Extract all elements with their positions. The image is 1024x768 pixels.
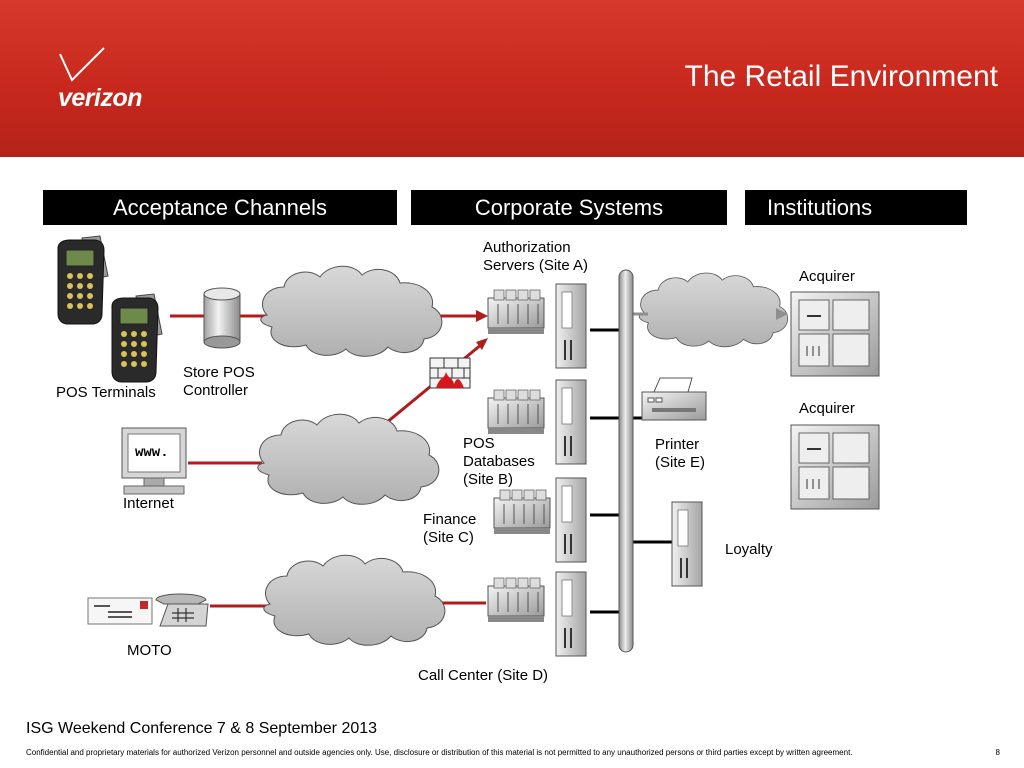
label-auth-1: Authorization — [483, 239, 571, 256]
header-banner: verizon The Retail Environment — [0, 0, 1024, 157]
label-internet: Internet — [123, 495, 174, 512]
column-corporate-systems: Corporate Systems — [411, 190, 727, 225]
confidential-notice: Confidential and proprietary materials f… — [26, 748, 853, 757]
arrow-to-acquirer — [776, 308, 788, 320]
loyalty-tower — [671, 501, 703, 587]
call-center-rack — [487, 577, 545, 623]
label-auth-2: Servers (Site A) — [483, 257, 589, 274]
label-www: www. — [135, 445, 169, 461]
label-finance-1: Finance — [423, 511, 477, 528]
label-loyalty: Loyalty — [725, 541, 773, 558]
label-pos-db-1: POS — [463, 435, 495, 452]
store-pos-controller-icon — [203, 287, 241, 349]
conference-title: ISG Weekend Conference 7 & 8 September 2… — [26, 720, 378, 737]
network-cloud-moto — [263, 554, 446, 646]
printer-icon — [641, 377, 707, 421]
label-store-pos-1: Store POS — [183, 364, 255, 381]
label-finance-2: (Site C) — [423, 529, 474, 546]
verizon-logo: verizon — [58, 46, 178, 116]
finance-tower — [555, 477, 587, 563]
acquirer-server-1 — [790, 291, 880, 377]
logo-wordmark: verizon — [58, 84, 143, 112]
label-printer-2: (Site E) — [655, 454, 706, 471]
column-institutions: Institutions — [745, 190, 967, 225]
computer-monitor-icon — [121, 427, 187, 495]
label-call-center: Call Center (Site D) — [418, 667, 549, 684]
acquirer-server-2 — [790, 424, 880, 510]
arrow-to-auth — [476, 310, 488, 322]
pos-db-tower — [555, 379, 587, 465]
call-center-tower — [555, 571, 587, 657]
pos-terminal-icon-2 — [111, 293, 163, 383]
auth-server-rack — [487, 289, 545, 335]
label-acquirer-2: Acquirer — [799, 400, 855, 417]
label-store-pos-2: Controller — [183, 382, 249, 399]
finance-rack — [493, 489, 551, 535]
label-printer-1: Printer — [655, 436, 700, 453]
pos-db-rack — [487, 389, 545, 435]
network-cloud-acquirer — [638, 272, 789, 348]
arrow-from-firewall — [476, 338, 488, 350]
network-cloud-stores — [260, 265, 443, 357]
label-pos-db-2: Databases — [463, 453, 535, 470]
pos-terminal-icon-1 — [57, 235, 109, 325]
label-pos-terminals: POS Terminals — [56, 384, 156, 401]
page-number: 8 — [995, 748, 1000, 757]
label-moto: MOTO — [127, 642, 172, 659]
check-mark-icon — [59, 47, 105, 82]
network-cloud-internet — [257, 413, 440, 505]
mail-envelope-icon — [87, 597, 153, 625]
label-pos-db-3: (Site B) — [463, 471, 514, 488]
page-title: The Retail Environment — [684, 60, 998, 93]
firewall-icon — [429, 357, 471, 389]
label-acquirer-1: Acquirer — [799, 268, 855, 285]
column-acceptance-channels: Acceptance Channels — [43, 190, 397, 225]
auth-server-tower — [555, 283, 587, 369]
backbone-bus — [618, 269, 634, 653]
telephone-icon — [155, 593, 209, 627]
